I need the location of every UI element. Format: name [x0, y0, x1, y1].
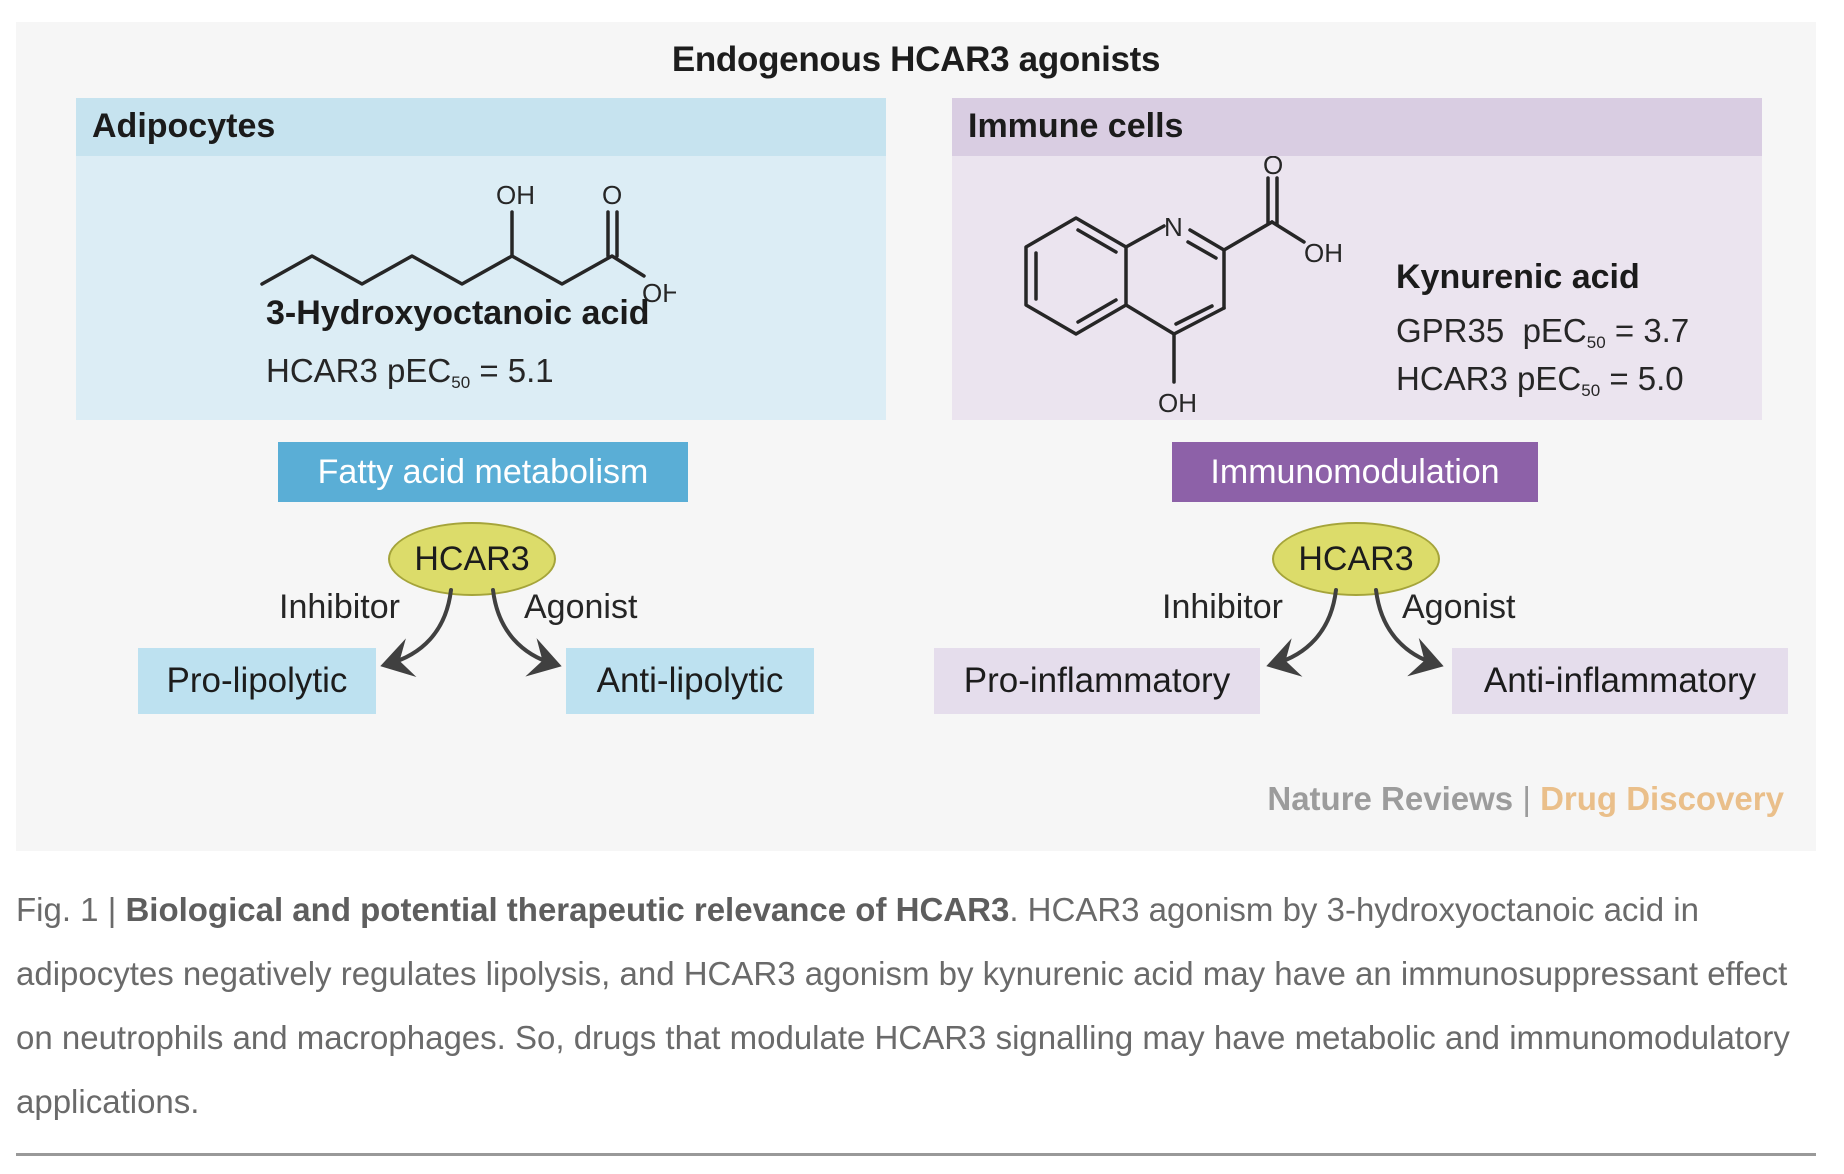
potency-metric: pEC	[1522, 312, 1587, 349]
adipocytes-header-label: Adipocytes	[92, 107, 276, 145]
benzene-ring	[1024, 216, 1128, 336]
atom-hydroxyl: OH	[496, 180, 535, 210]
potency-operator: =	[479, 352, 499, 389]
immunomodulation-box: Immunomodulation	[1172, 442, 1538, 502]
hcar3-node-right: HCAR3	[1272, 522, 1440, 596]
atom-acid-hydroxyl: OH	[642, 278, 676, 308]
immune-cells-header: Immune cells	[952, 98, 1762, 156]
potency-subscript: 50	[1581, 381, 1601, 400]
credit-separator: |	[1522, 780, 1531, 817]
potency-value-hcar3: HCAR3 pEC50 = 5.0	[1396, 360, 1684, 401]
agonist-label-left: Agonist	[524, 588, 638, 626]
immune-cells-panel: Immune cells	[952, 98, 1762, 420]
anti-inflammatory-box: Anti-inflammatory	[1452, 648, 1788, 714]
potency-value: HCAR3 pEC50 = 5.1	[266, 352, 554, 393]
atom-acid-hydroxyl: OH	[1304, 238, 1343, 268]
inhibitor-label-left: Inhibitor	[279, 588, 400, 626]
figure-title: Endogenous HCAR3 agonists	[671, 40, 1161, 79]
pro-lipolytic-box: Pro-lipolytic	[138, 648, 376, 714]
fatty-acid-metabolism-box: Fatty acid metabolism	[278, 442, 688, 502]
potency-subscript: 50	[451, 373, 471, 392]
inhibitor-arrow-right	[1266, 588, 1338, 677]
inhibitor-label-right: Inhibitor	[1162, 588, 1283, 626]
potency-number: 5.1	[507, 352, 554, 389]
credit-subjournal: Drug Discovery	[1540, 780, 1784, 817]
potency-receptor: GPR35	[1396, 312, 1505, 349]
atom-nitrogen: N	[1164, 212, 1183, 242]
figure-caption: Fig. 1 | Biological and potential therap…	[16, 878, 1816, 1134]
figure-panel: Endogenous HCAR3 agonists Adipocytes OH …	[16, 22, 1816, 851]
caption-divider	[16, 1153, 1816, 1156]
caption-prefix: Fig. 1 |	[16, 891, 126, 928]
atom-ring-hydroxyl: OH	[1158, 388, 1197, 416]
adipocytes-header: Adipocytes	[76, 98, 886, 156]
immune-cells-header-label: Immune cells	[968, 107, 1184, 145]
molecule-name: 3-Hydroxyoctanoic acid	[266, 294, 650, 332]
agonist-label-right: Agonist	[1402, 588, 1516, 626]
molecule-name: Kynurenic acid	[1396, 258, 1640, 296]
kynurenic-acid-structure: N O OH OH	[1024, 156, 1343, 416]
carboxyl-bond	[1222, 220, 1274, 252]
potency-number: 3.7	[1643, 312, 1690, 349]
caption-body: . HCAR3 agonism by 3-hydroxyoctanoic aci…	[16, 891, 1790, 1120]
hcar3-node-left: HCAR3	[388, 522, 556, 596]
potency-number: 5.0	[1637, 360, 1684, 397]
potency-operator: =	[1614, 312, 1635, 349]
potency-operator: =	[1609, 360, 1629, 397]
potency-receptor: HCAR3	[266, 352, 378, 389]
hydroxyoctanoic-acid-structure: OH O OH	[260, 180, 676, 308]
journal-credit: Nature Reviews | Drug Discovery	[1267, 780, 1784, 818]
credit-journal: Nature Reviews	[1267, 780, 1514, 817]
atom-carbonyl-oxygen: O	[1263, 156, 1283, 180]
caption-title: Biological and potential therapeutic rel…	[125, 891, 1010, 928]
potency-metric: pEC	[1517, 360, 1582, 397]
pro-inflammatory-box: Pro-inflammatory	[934, 648, 1260, 714]
anti-lipolytic-box: Anti-lipolytic	[566, 648, 814, 714]
potency-value-gpr35: GPR35 pEC50 = 3.7	[1396, 312, 1689, 353]
potency-metric: pEC	[387, 352, 452, 389]
adipocytes-panel: Adipocytes OH O OH 3-Hydroxyoctanoic aci…	[76, 98, 886, 420]
atom-carbonyl-oxygen: O	[602, 180, 622, 210]
potency-subscript: 50	[1586, 333, 1606, 352]
potency-receptor: HCAR3	[1396, 360, 1508, 397]
pyridine-bond	[1124, 224, 1166, 249]
carbon-chain	[260, 254, 646, 286]
